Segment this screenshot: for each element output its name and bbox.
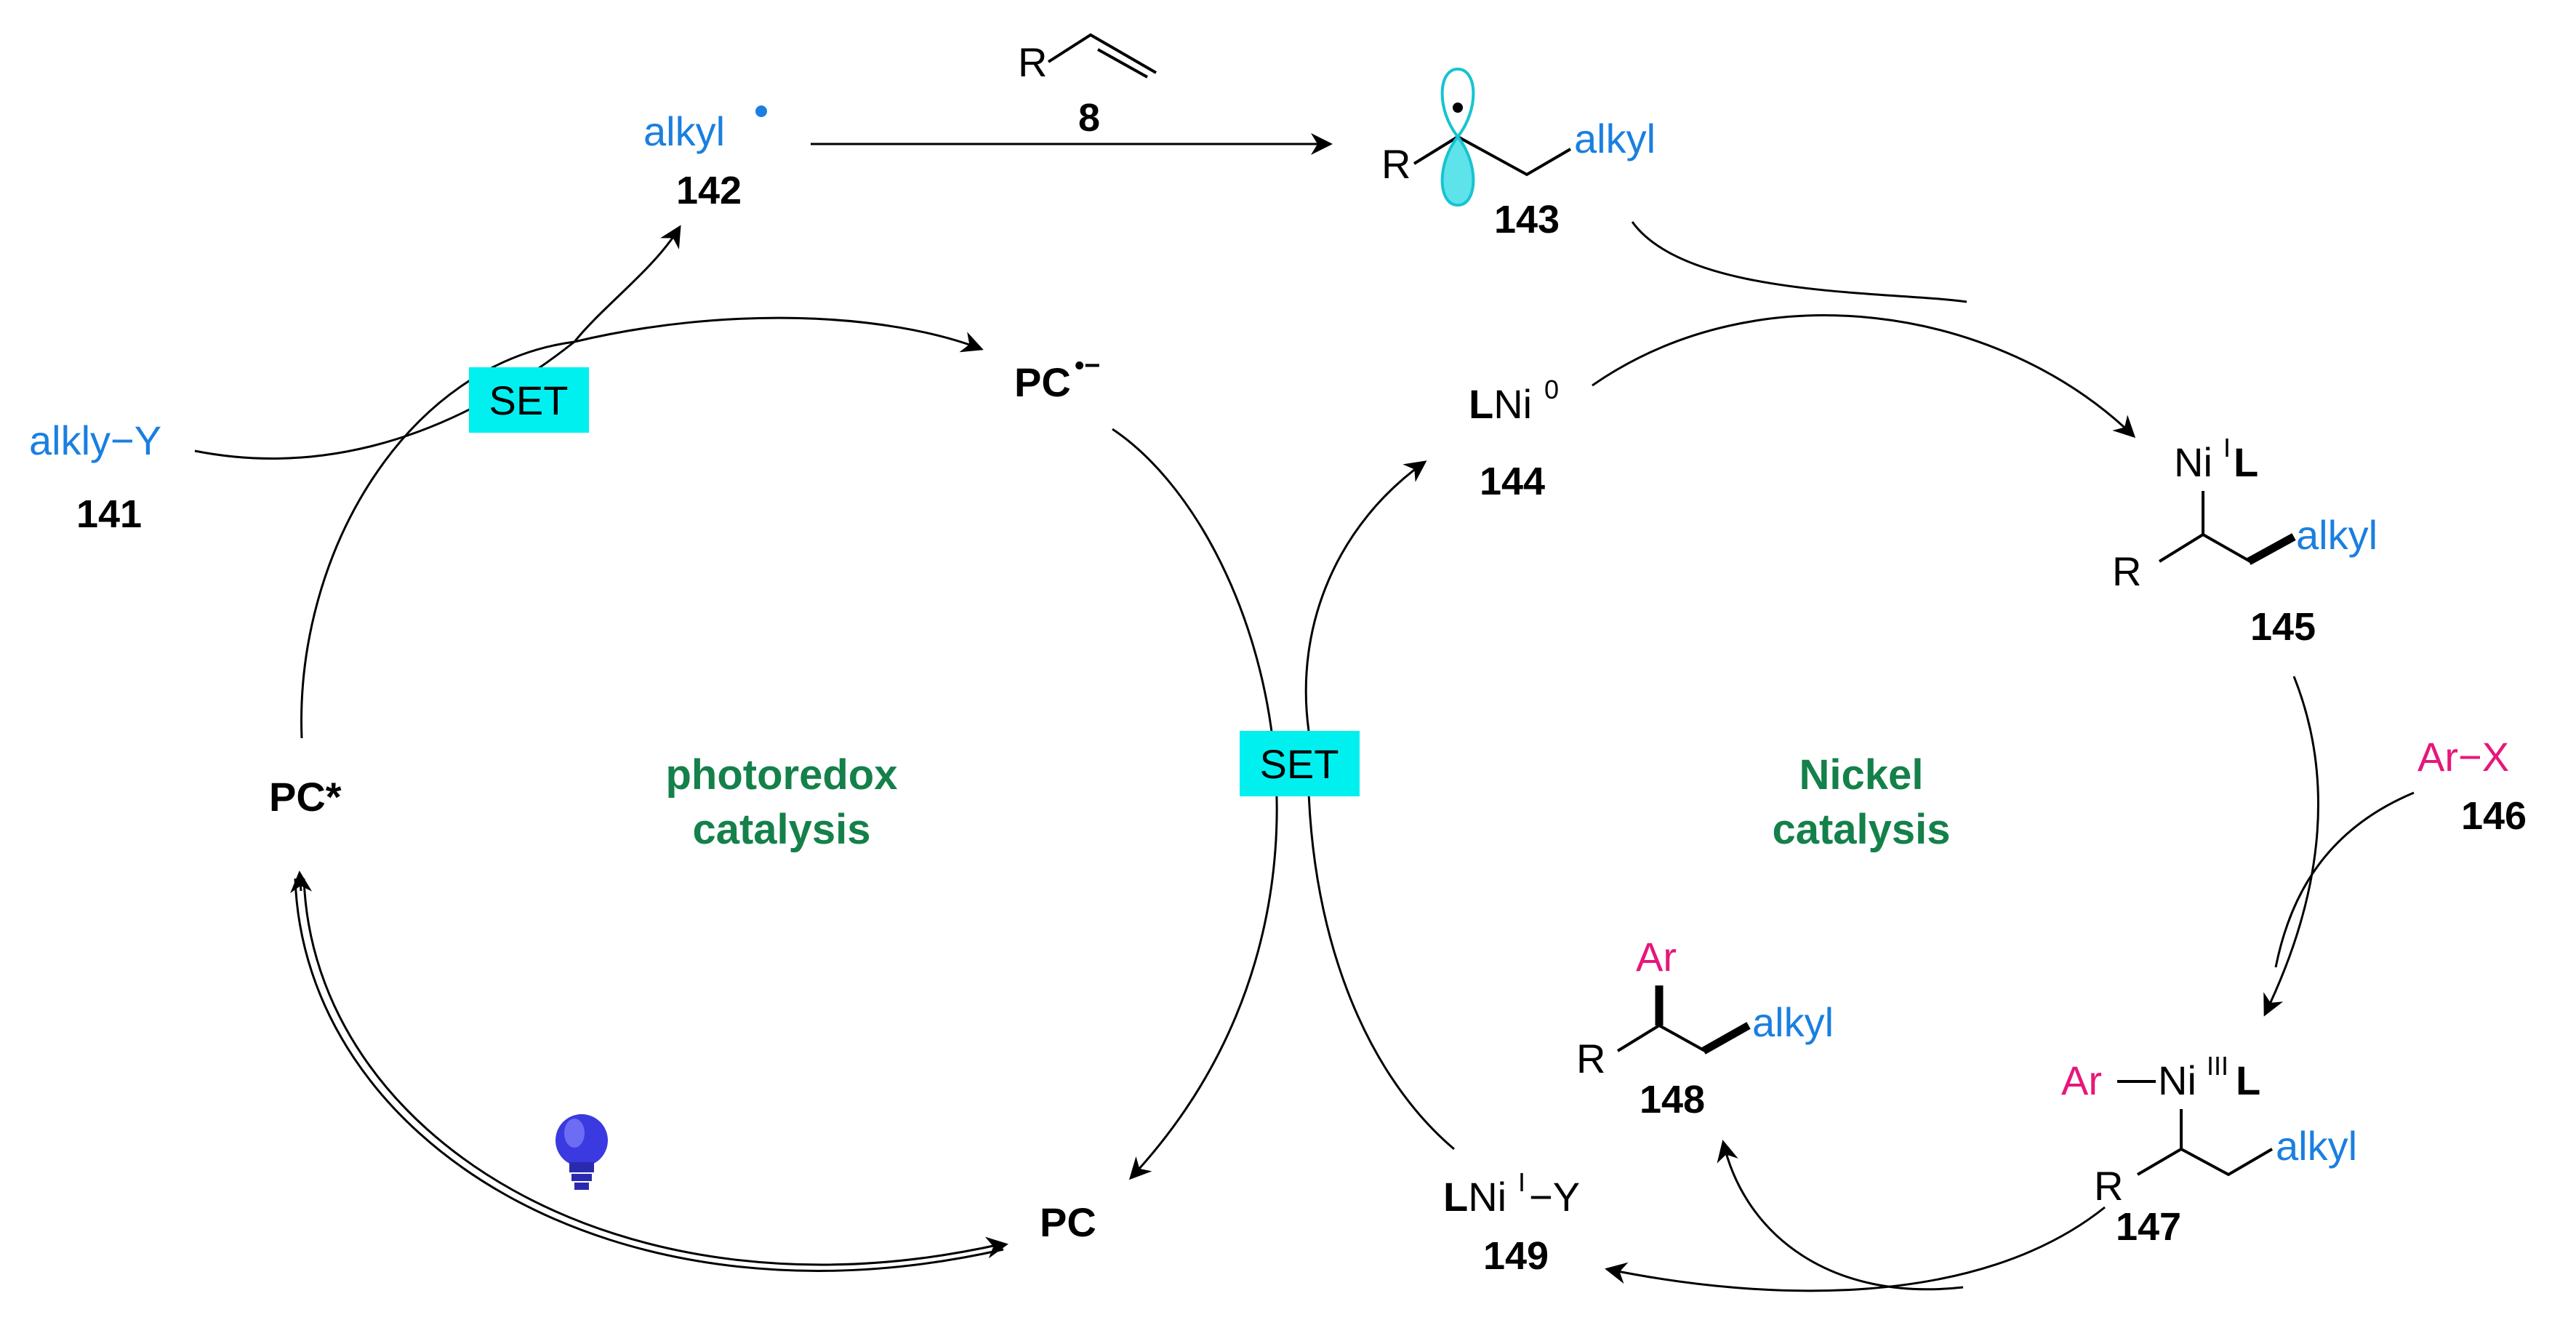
svg-text:Ar: Ar bbox=[2061, 1057, 2102, 1103]
lightbulb-icon bbox=[555, 1114, 608, 1190]
arc-147-to-149 bbox=[1605, 1206, 2106, 1292]
p-orbital-upper-lobe bbox=[1440, 67, 1475, 140]
arrow-to-pcstar bbox=[290, 871, 313, 894]
compound-147-oxidation-state: III bbox=[2207, 1051, 2228, 1081]
set-label-left: SET bbox=[489, 377, 569, 423]
svg-text:Ni: Ni bbox=[2158, 1057, 2196, 1103]
compound-8-structure: R bbox=[1018, 33, 1157, 85]
arc-146-into-cycle bbox=[2274, 791, 2415, 968]
compound-8-number: 8 bbox=[1078, 96, 1100, 140]
svg-text:LNi: LNi bbox=[1469, 381, 1532, 427]
nickel-title-line2: catalysis bbox=[1772, 806, 1950, 853]
pc-radical-anion-superscript: •− bbox=[1075, 351, 1101, 381]
svg-text:PC: PC bbox=[1014, 359, 1071, 405]
compound-142-number: 142 bbox=[676, 169, 742, 212]
compound-148-number: 148 bbox=[1640, 1078, 1705, 1121]
svg-text:R: R bbox=[1381, 141, 1411, 187]
arrow-to-pc bbox=[984, 1236, 1008, 1259]
compound-141-formula: alkly−Y bbox=[29, 417, 161, 463]
arc-pcstar-to-set bbox=[300, 340, 575, 739]
radical-dot-143 bbox=[1453, 103, 1463, 113]
compound-144-oxidation-state: 0 bbox=[1544, 375, 1559, 404]
arc-set-to-142 bbox=[573, 225, 681, 343]
arc-excitation-a bbox=[302, 878, 1004, 1266]
svg-text:L: L bbox=[2234, 439, 2258, 485]
arc-143-into-cycle bbox=[1631, 221, 1967, 303]
svg-text:R: R bbox=[2094, 1163, 2123, 1209]
arc-excitation-b bbox=[294, 878, 1004, 1272]
svg-text:R: R bbox=[2112, 548, 2141, 594]
nickel-title-line1: Nickel bbox=[1799, 751, 1924, 799]
photoredox-title-line2: catalysis bbox=[692, 806, 870, 853]
compound-146-number: 146 bbox=[2461, 794, 2527, 838]
compound-149: LNi I −Y bbox=[1443, 1167, 1580, 1220]
arc-pc-radical-anion-to-pc bbox=[1112, 428, 1278, 1180]
svg-text:alkyl: alkyl bbox=[1574, 116, 1656, 161]
svg-text:alkyl: alkyl bbox=[2296, 512, 2378, 558]
svg-text:LNi: LNi bbox=[1443, 1174, 1506, 1220]
compound-149-ligand: −Y bbox=[1529, 1174, 1580, 1220]
pc-ground-state: PC bbox=[1040, 1199, 1096, 1245]
pc-radical-anion: PC •− bbox=[1014, 351, 1101, 405]
set-box-left: SET bbox=[469, 367, 589, 433]
compound-145-number: 145 bbox=[2250, 605, 2316, 649]
compound-143-number: 143 bbox=[1494, 198, 1560, 241]
compound-148-structure: Ar R alkyl bbox=[1576, 934, 1834, 1081]
compound-141-number: 141 bbox=[76, 492, 142, 536]
set-box-center: SET bbox=[1240, 731, 1360, 796]
svg-text:R: R bbox=[1018, 39, 1047, 85]
arc-144-to-145 bbox=[1592, 314, 2136, 439]
arc-149-to-set bbox=[1307, 730, 1455, 1151]
compound-147-number: 147 bbox=[2116, 1205, 2181, 1249]
compound-144: LNi 0 bbox=[1469, 375, 1559, 427]
arc-to-148 bbox=[1717, 1140, 1964, 1291]
svg-text:Ar: Ar bbox=[1636, 934, 1677, 980]
pc-excited-state: PC* bbox=[269, 774, 342, 820]
svg-text:alkyl: alkyl bbox=[1752, 999, 1834, 1045]
svg-text:L: L bbox=[2236, 1057, 2260, 1103]
compound-147-structure: Ar Ni III L R alkyl bbox=[2061, 1051, 2357, 1209]
compound-149-oxidation-state: I bbox=[1518, 1167, 1525, 1197]
svg-text:Ni: Ni bbox=[2174, 439, 2212, 485]
compound-146-formula: Ar−X bbox=[2417, 734, 2509, 780]
arc-145-to-147 bbox=[2263, 676, 2319, 1017]
p-orbital-lower-lobe bbox=[1440, 134, 1475, 207]
photoredox-title-line1: photoredox bbox=[666, 751, 898, 799]
compound-145-structure: Ni I L R alkyl bbox=[2112, 433, 2378, 594]
compound-145-oxidation-state: I bbox=[2223, 433, 2231, 463]
compound-149-number: 149 bbox=[1483, 1234, 1549, 1278]
radical-dot-142 bbox=[755, 105, 767, 117]
arc-set-to-144 bbox=[1304, 460, 1427, 732]
compound-144-number: 144 bbox=[1480, 460, 1545, 503]
compound-142-formula: alkyl bbox=[643, 108, 725, 154]
set-label-center: SET bbox=[1260, 741, 1339, 787]
svg-text:R: R bbox=[1576, 1036, 1605, 1081]
svg-text:alkyl: alkyl bbox=[2276, 1123, 2357, 1169]
compound-143-structure: R alkyl bbox=[1381, 67, 1656, 207]
arc-set-to-pc-radical-anion bbox=[574, 316, 984, 353]
